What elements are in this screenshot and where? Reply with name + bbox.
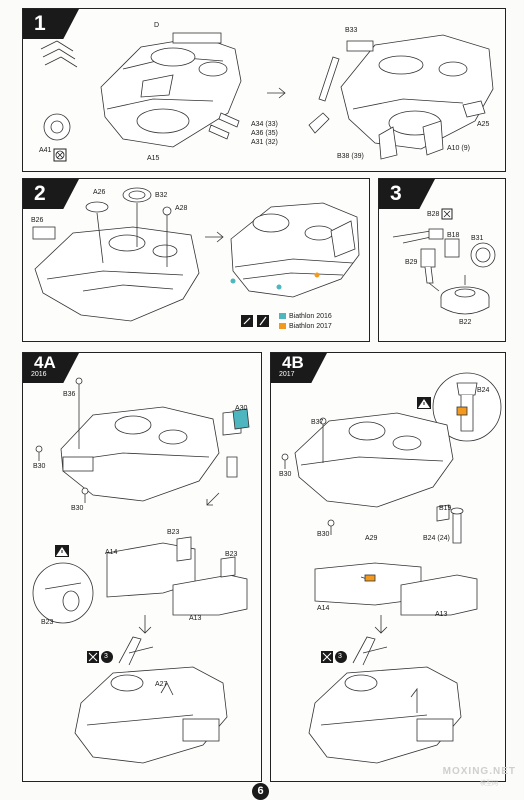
label-a31: A31 (32) <box>251 139 278 146</box>
no-glue-icon <box>87 651 99 663</box>
biathlon-2016-marker <box>276 284 282 290</box>
label-b19: B19 <box>439 505 452 512</box>
label-a10: A10 (9) <box>447 145 470 152</box>
label-b24: B24 (24) <box>423 535 450 542</box>
page-number: 6 <box>252 783 269 800</box>
caution-icon <box>417 397 431 409</box>
label-b26: B26 <box>31 217 44 224</box>
no-glue-icon <box>441 208 453 220</box>
biathlon-2017-marker <box>314 272 320 278</box>
no-glue-icon <box>321 651 333 663</box>
step-3-reference-icon <box>101 651 113 663</box>
label-b22: B22 <box>459 319 472 326</box>
label-b30-upper: B30 <box>33 463 46 470</box>
label-a13: A13 <box>435 611 448 618</box>
label-a15: A15 <box>147 155 160 162</box>
step-1-drawing <box>40 32 494 162</box>
legend-swatch-2017 <box>279 323 286 330</box>
label-b33: B33 <box>345 27 358 34</box>
legend-biathlon-2016: Biathlon 2016 <box>279 312 332 321</box>
label-b30-upper: B30 <box>279 471 292 478</box>
label-b18: B18 <box>447 232 460 239</box>
step-number: 1 <box>23 9 79 39</box>
step-4a-panel: 4A 2016 <box>22 352 262 782</box>
label-b30-lower: B30 <box>71 505 84 512</box>
step-1-panel: 1 <box>22 8 506 172</box>
label-a34: A34 (33) <box>251 121 278 128</box>
label-b37: B37 <box>311 419 324 426</box>
label-a13: A13 <box>189 615 202 622</box>
biathlon-2016-marker <box>230 278 236 284</box>
step-year: 2017 <box>279 371 295 378</box>
step-4b-drawing <box>281 372 502 764</box>
step-2-panel: 2 <box>22 178 370 342</box>
label-a41: A41 <box>39 147 52 154</box>
step-2-drawing <box>32 187 360 327</box>
label-b31: B31 <box>471 235 484 242</box>
label-b28: B28 <box>427 211 440 218</box>
label-a14: A14 <box>105 549 118 556</box>
legend-biathlon-2017: Biathlon 2017 <box>279 322 332 331</box>
watermark-sub: 模型网 <box>479 781 498 787</box>
glue-icon <box>241 315 253 327</box>
step-3-drawing <box>392 208 496 315</box>
label-b32: B32 <box>155 192 168 199</box>
label-b23-top: B23 <box>167 529 180 536</box>
caution-icon <box>55 545 69 557</box>
step-number: 4A 2016 <box>23 353 79 383</box>
label-a28: A28 <box>175 205 188 212</box>
step-3-panel: 3 B28 B18 B31 B29 B22 <box>378 178 506 342</box>
step-3-reference-number: 3 <box>104 653 108 660</box>
label-d: D <box>154 22 160 29</box>
label-a29: A29 <box>365 535 378 542</box>
label-a25: A25 <box>477 121 490 128</box>
label-b36: B36 <box>63 391 76 398</box>
step-4a-drawing <box>32 377 250 764</box>
step-year: 2016 <box>31 371 47 378</box>
step-3-reference-number: 3 <box>338 653 342 660</box>
label-b29: B29 <box>405 259 418 266</box>
step-3-reference-icon <box>335 651 347 663</box>
watermark: MOXING.NET <box>442 766 516 777</box>
label-a14: A14 <box>317 605 330 612</box>
label-b24-detail: B24 <box>477 387 490 394</box>
step-4b-panel: 4B 2017 <box>270 352 506 782</box>
label-a26: A26 <box>93 189 106 196</box>
label-b23-right: B23 <box>225 551 238 558</box>
label-b23-detail: B23 <box>41 619 54 626</box>
label-a36: A36 (35) <box>251 130 278 137</box>
legend-swatch-2016 <box>279 313 286 320</box>
label-a30: A30 <box>235 405 248 412</box>
label-b30-lower: B30 <box>317 531 330 538</box>
cement-icon <box>257 315 269 327</box>
label-a27: A27 <box>155 681 168 688</box>
label-b38: B38 (39) <box>337 153 364 160</box>
no-glue-icon <box>53 148 67 162</box>
